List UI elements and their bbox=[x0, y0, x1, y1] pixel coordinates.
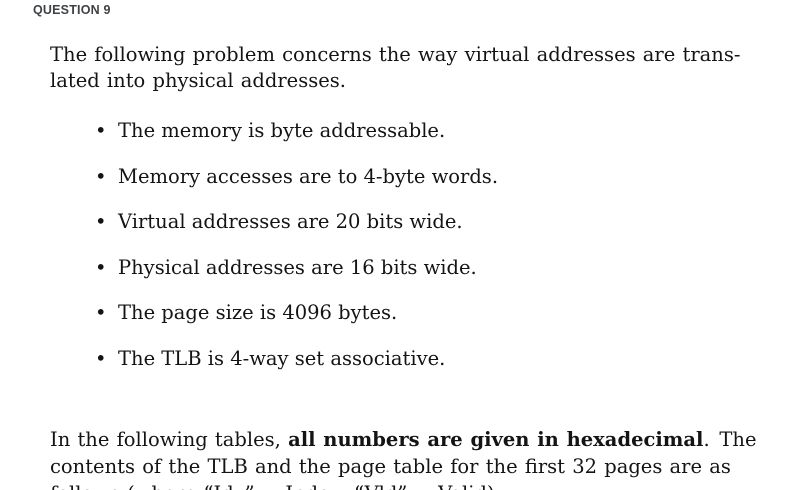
list-item-text: The page size is 4096 bytes. bbox=[118, 301, 398, 324]
list-item-text: The memory is byte addressable. bbox=[118, 119, 446, 142]
intro-paragraph: The following problem concerns the way v… bbox=[50, 43, 741, 92]
list-item: • The TLB is 4-way set associative. bbox=[50, 346, 760, 372]
bullet-icon: • bbox=[95, 210, 107, 233]
list-item-text: The TLB is 4-way set associative. bbox=[118, 346, 446, 370]
list-item: • Memory accesses are to 4-byte words. bbox=[50, 164, 760, 190]
closing-paragraph: In the following tables, all numbers are… bbox=[50, 399, 760, 490]
question-header: QUESTION 9 bbox=[33, 3, 111, 17]
bullet-icon: • bbox=[95, 119, 107, 142]
specs-bullet-list: • The memory is byte addressable. • Memo… bbox=[50, 118, 760, 372]
list-item: • The memory is byte addressable. bbox=[50, 118, 760, 144]
list-item: • Physical addresses are 16 bits wide. bbox=[50, 255, 760, 281]
list-item-text: Physical addresses are 16 bits wide. bbox=[118, 255, 477, 279]
closing-segment: In the following tables, bbox=[50, 428, 289, 451]
bullet-icon: • bbox=[95, 301, 107, 324]
list-item-text: Memory accesses are to 4-byte words. bbox=[118, 164, 499, 188]
closing-segment-bold: all numbers are given in hexadecimal bbox=[288, 428, 704, 451]
bullet-icon: • bbox=[95, 255, 107, 279]
list-item: • Virtual addresses are 20 bits wide. bbox=[50, 209, 760, 235]
closing-segment: . The contents of the TLB and the page t… bbox=[50, 428, 757, 490]
bullet-icon: • bbox=[95, 346, 107, 370]
bullet-icon: • bbox=[95, 164, 107, 188]
list-item-text: Virtual addresses are 20 bits wide. bbox=[118, 210, 463, 233]
list-item: • The page size is 4096 bytes. bbox=[50, 300, 760, 326]
